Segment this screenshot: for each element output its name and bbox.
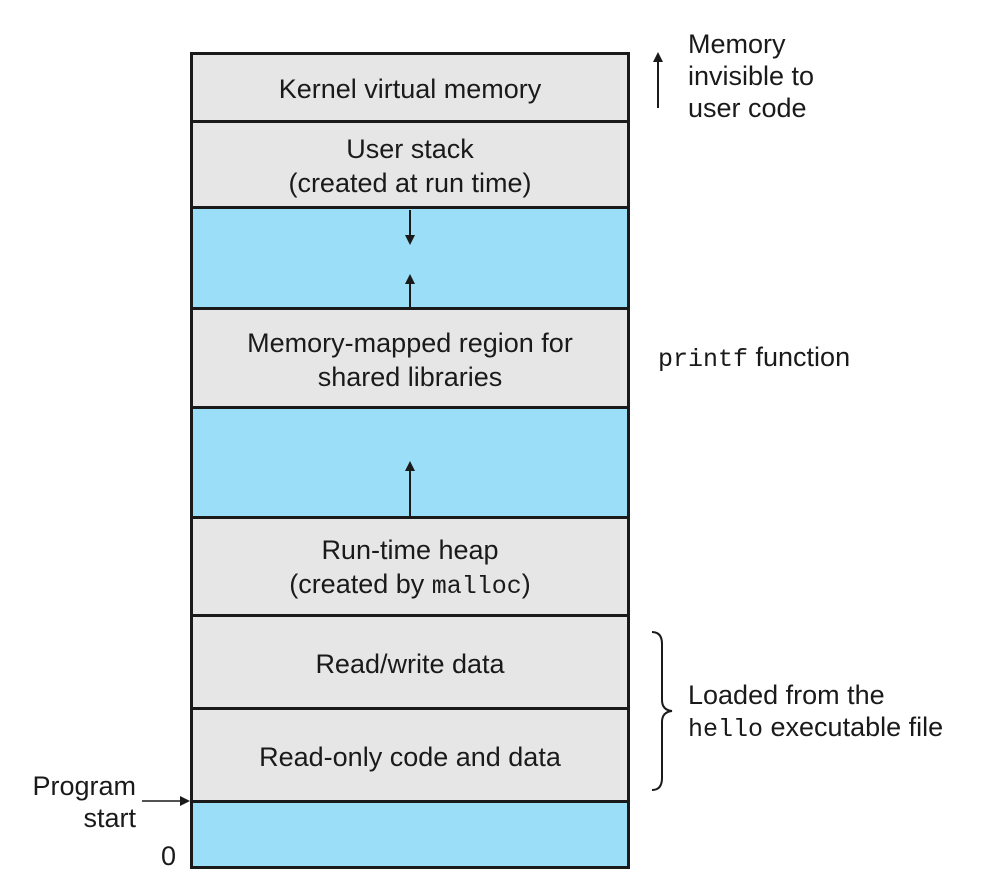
program-start-annotation: Program start [22, 770, 136, 834]
user-stack-region: User stack (created at run time) [190, 120, 630, 209]
invisible-line1: Memory [688, 29, 786, 59]
user-stack-label: User stack [346, 134, 474, 164]
printf-suffix: function [748, 342, 851, 372]
loaded-from-annotation: Loaded from the hello executable file [688, 679, 943, 746]
run-time-heap-region: Run-time heap (created by malloc) [190, 516, 630, 617]
printf-annotation: printf function [658, 341, 850, 376]
program-start-line2: start [83, 803, 136, 833]
ro-code-label: Read-only code and data [259, 741, 561, 772]
heap-sublabel: (created by malloc) [289, 567, 531, 604]
mmap-label-line2: shared libraries [317, 361, 503, 392]
address-zero-label: 0 [161, 841, 177, 871]
read-only-code-region: Read-only code and data [190, 707, 630, 803]
invisible-line2: invisible to [688, 61, 815, 91]
malloc-code: malloc [431, 571, 522, 601]
mmap-label-line1: Memory-mapped region for [247, 327, 573, 358]
user-stack-sublabel: (created at run time) [288, 168, 532, 198]
program-start-line1: Program [32, 771, 136, 801]
mmap-heap-gap-region [190, 406, 630, 519]
memory-invisible-annotation: Memory invisible to user code [688, 28, 814, 124]
loaded-line2: hello executable file [688, 711, 943, 746]
memory-mapped-region: Memory-mapped region for shared librarie… [190, 307, 630, 409]
loaded-suffix: executable file [763, 712, 944, 742]
kernel-label: Kernel virtual memory [278, 74, 542, 104]
heap-sublabel-prefix: (created by [289, 568, 432, 599]
loaded-line1: Loaded from the [688, 680, 885, 710]
loaded-brace [651, 631, 673, 791]
hello-code: hello [688, 715, 764, 744]
heap-sublabel-suffix: ) [521, 568, 531, 599]
printf-code: printf [658, 345, 749, 374]
read-write-data-region: Read/write data [190, 614, 630, 710]
rw-data-label: Read/write data [315, 648, 505, 679]
unused-low-region [190, 800, 630, 869]
stack-mmap-gap-region [190, 206, 630, 310]
invisible-line3: user code [688, 93, 807, 123]
kernel-virtual-memory-region: Kernel virtual memory [190, 52, 630, 123]
heap-label: Run-time heap [321, 534, 499, 565]
